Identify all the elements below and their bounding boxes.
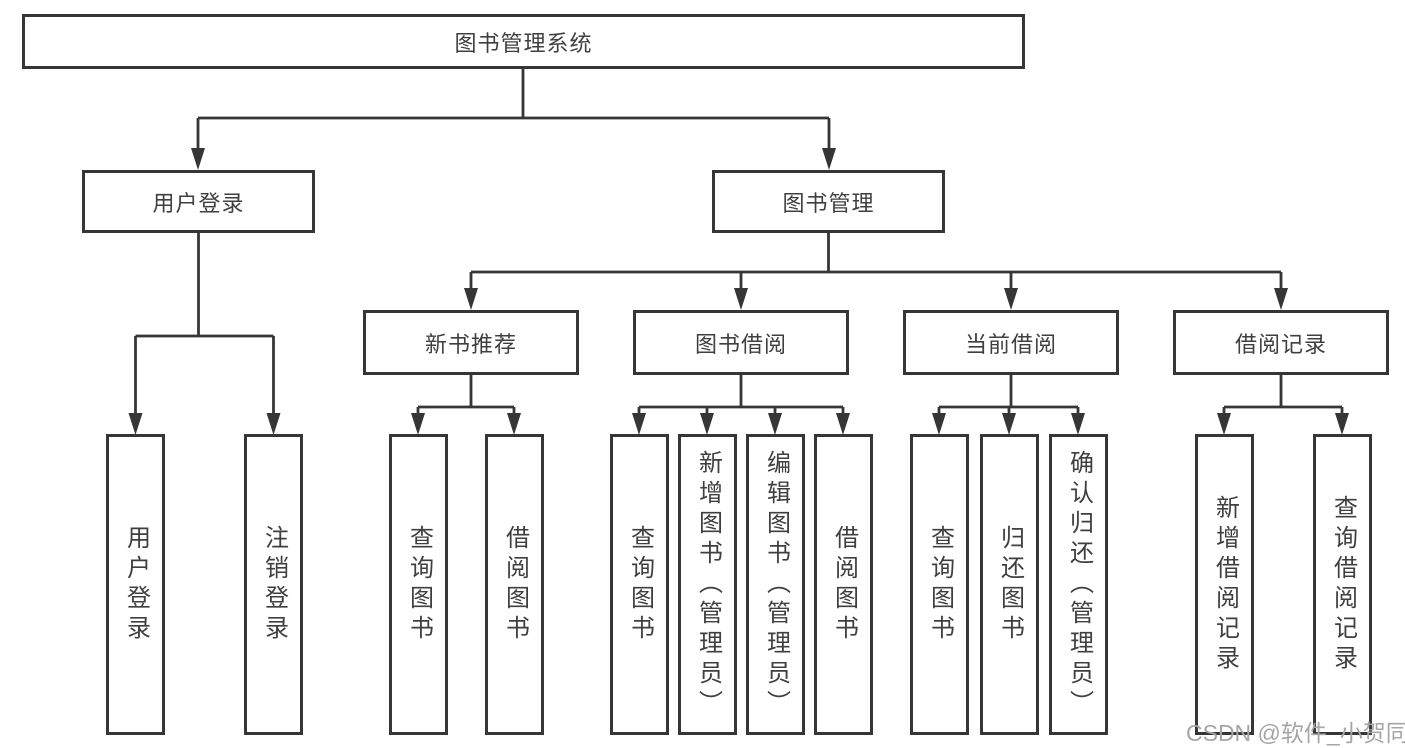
leaf-borrow-edit-books-admin: 编辑图书（管理员） bbox=[746, 434, 805, 735]
node-book-borrow-label: 图书借阅 bbox=[694, 331, 787, 357]
leaf-records-add-record: 新增借阅记录 bbox=[1195, 434, 1254, 735]
leaf-newbooks-query-books-label: 查询图书 bbox=[405, 524, 433, 645]
leaf-newbooks-borrow-books: 借阅图书 bbox=[485, 434, 544, 735]
node-user-login: 用户登录 bbox=[82, 170, 315, 233]
leaf-newbooks-borrow-books-label: 借阅图书 bbox=[501, 524, 529, 645]
leaf-user-login: 用户登录 bbox=[106, 434, 165, 735]
leaf-borrow-query-books-label: 查询图书 bbox=[626, 524, 654, 645]
node-book-management-label: 图书管理 bbox=[782, 190, 875, 216]
leaf-borrow-add-books-admin-label: 新增图书（管理员） bbox=[694, 449, 722, 720]
node-library-system: 图书管理系统 bbox=[22, 14, 1025, 69]
leaf-borrow-borrow-books: 借阅图书 bbox=[814, 434, 873, 735]
node-book-management: 图书管理 bbox=[712, 170, 945, 233]
node-current-borrow-label: 当前借阅 bbox=[964, 331, 1057, 357]
leaf-logout-label: 注销登录 bbox=[260, 524, 288, 645]
node-borrow-records-label: 借阅记录 bbox=[1234, 331, 1327, 357]
leaf-records-query-record-label: 查询借阅记录 bbox=[1329, 494, 1357, 675]
leaf-borrow-query-books: 查询图书 bbox=[610, 434, 669, 735]
leaf-logout: 注销登录 bbox=[244, 434, 303, 735]
leaf-current-return-books: 归还图书 bbox=[980, 434, 1039, 735]
leaf-records-add-record-label: 新增借阅记录 bbox=[1211, 494, 1239, 675]
leaf-user-login-label: 用户登录 bbox=[122, 524, 150, 645]
leaf-borrow-borrow-books-label: 借阅图书 bbox=[830, 524, 858, 645]
leaf-current-confirm-return-admin: 确认归还（管理员） bbox=[1049, 434, 1108, 735]
node-book-borrow: 图书借阅 bbox=[633, 310, 849, 375]
node-library-system-label: 图书管理系统 bbox=[454, 30, 593, 56]
node-new-book-recommend-label: 新书推荐 bbox=[424, 331, 517, 357]
leaf-current-query-books-label: 查询图书 bbox=[926, 524, 954, 645]
leaf-newbooks-query-books: 查询图书 bbox=[389, 434, 448, 735]
node-current-borrow: 当前借阅 bbox=[903, 310, 1119, 375]
leaf-records-query-record: 查询借阅记录 bbox=[1313, 434, 1372, 735]
leaf-borrow-add-books-admin: 新增图书（管理员） bbox=[678, 434, 737, 735]
node-new-book-recommend: 新书推荐 bbox=[363, 310, 579, 375]
leaf-current-confirm-return-admin-label: 确认归还（管理员） bbox=[1065, 449, 1093, 720]
node-borrow-records: 借阅记录 bbox=[1173, 310, 1389, 375]
leaf-current-return-books-label: 归还图书 bbox=[996, 524, 1024, 645]
leaf-current-query-books: 查询图书 bbox=[910, 434, 969, 735]
leaf-borrow-edit-books-admin-label: 编辑图书（管理员） bbox=[762, 449, 790, 720]
node-user-login-label: 用户登录 bbox=[152, 190, 245, 216]
csdn-watermark: CSDN @软件_小贺同学 bbox=[1186, 720, 1405, 746]
